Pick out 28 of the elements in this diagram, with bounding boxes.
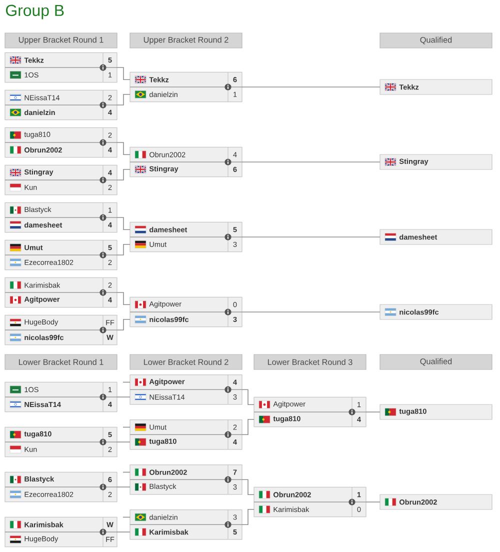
- connector-line: [122, 472, 130, 473]
- connector-line: [116, 94, 130, 106]
- connector-line: [122, 382, 130, 383]
- column-header: Qualified: [380, 354, 492, 370]
- column-header: Qualified: [380, 32, 492, 48]
- connector-line: [116, 396, 130, 398]
- connector-line: [242, 86, 380, 88]
- connector-line: [116, 292, 130, 305]
- connector-line: [122, 516, 130, 518]
- column-header: Upper Bracket Round 1: [4, 32, 118, 48]
- connector-line: [116, 217, 130, 230]
- connector-line: [116, 142, 130, 155]
- connector-line: [116, 169, 130, 180]
- connector-line: [242, 236, 380, 238]
- connector-line: [116, 319, 130, 330]
- connector-line: [116, 67, 130, 80]
- column-header: Lower Bracket Round 3: [254, 354, 366, 370]
- connector-line: [242, 419, 254, 435]
- connector-line: [116, 486, 130, 488]
- connector-line: [242, 509, 254, 525]
- column-header: Lower Bracket Round 2: [130, 354, 242, 370]
- connector-line: [116, 244, 130, 256]
- title: Group B: [6, 4, 64, 20]
- connector-line: [242, 389, 254, 405]
- column-header: Upper Bracket Round 2: [130, 32, 242, 48]
- column-header: Lower Bracket Round 1: [4, 354, 118, 370]
- connector-line: [122, 426, 130, 428]
- connector-line: [242, 479, 254, 495]
